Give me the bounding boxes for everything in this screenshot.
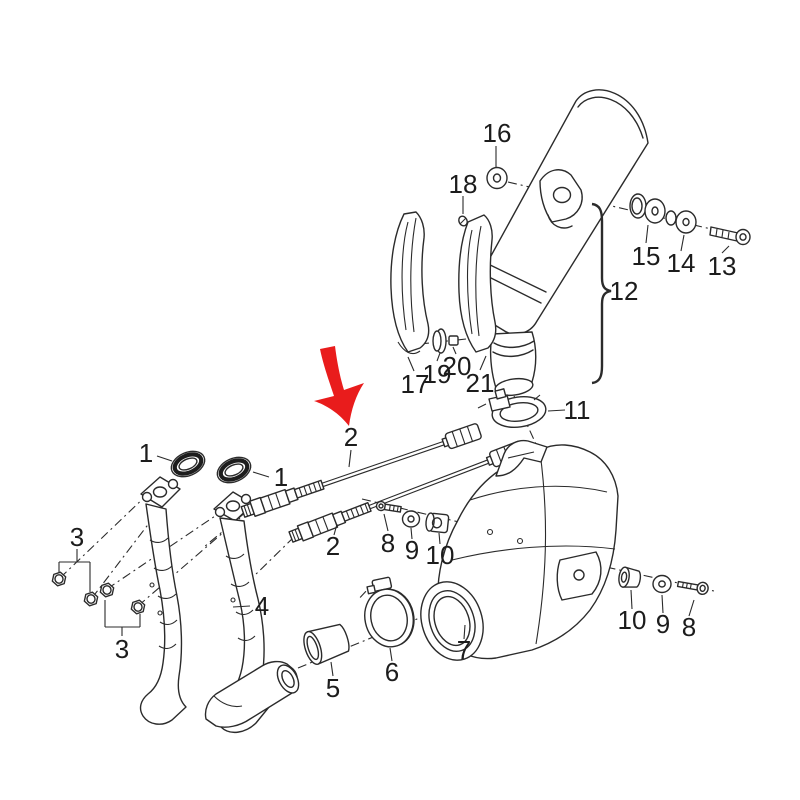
- callout-17: 17: [400, 369, 430, 399]
- highlight-arrow: [314, 346, 364, 426]
- shield-washer-19: [432, 328, 447, 354]
- callout-3-upper: 3: [69, 522, 85, 552]
- washer-16: [486, 166, 508, 190]
- callout-10-mid: 10: [425, 540, 455, 570]
- callout-19: 19: [422, 359, 452, 389]
- callout-21: 21: [465, 368, 495, 398]
- callout-18: 18: [448, 169, 478, 199]
- callout-6: 6: [384, 657, 400, 687]
- gasket-ring-left: [170, 450, 206, 478]
- callout-11: 11: [563, 395, 591, 425]
- callout-20: 20: [442, 351, 472, 381]
- joint-sleeve-5: [303, 623, 350, 665]
- callout-14: 14: [666, 248, 696, 278]
- oxygen-sensor-upper: [240, 423, 482, 518]
- gasket-ring-right: [216, 456, 252, 484]
- grommet-10-right: [618, 566, 642, 588]
- bolt-8-mid: [375, 500, 402, 513]
- callout-12: 12: [609, 276, 639, 306]
- callout-2-lower: 2: [325, 531, 341, 561]
- callout-4: 4: [254, 591, 270, 621]
- bracket-brace-12: [591, 202, 612, 385]
- band-clamp-6: [359, 576, 415, 648]
- bolt-13: [709, 226, 751, 246]
- callout-13: 13: [707, 251, 737, 281]
- callout-10-right: 10: [617, 605, 647, 635]
- washer-9-mid: [401, 510, 421, 528]
- clamp-11: [477, 388, 547, 429]
- washer-9-right: [652, 574, 672, 594]
- rivet-18: [458, 215, 468, 227]
- callout-15: 15: [631, 241, 661, 271]
- rubber-bushing-15: [629, 193, 666, 224]
- callout-9-right: 9: [655, 609, 671, 639]
- callout-1-left: 1: [138, 438, 154, 468]
- callout-5: 5: [325, 673, 341, 703]
- flange-nuts: [51, 571, 146, 615]
- callout-8-right: 8: [681, 612, 697, 642]
- callout-8-mid: 8: [380, 528, 396, 558]
- callout-9-mid: 9: [404, 535, 420, 565]
- callout-16: 16: [482, 118, 512, 148]
- callout-3-lower: 3: [114, 634, 130, 664]
- heat-shield-left: [390, 211, 430, 355]
- bolt-8-right: [676, 580, 709, 596]
- callout-7: 7: [456, 635, 472, 665]
- grommet-10-mid: [425, 512, 450, 534]
- header-pipes: [139, 476, 300, 734]
- washer-14: [665, 210, 697, 234]
- leader-lines: [58, 146, 730, 677]
- shield-spacer-20: [448, 335, 459, 346]
- callout-2-upper: 2: [343, 422, 359, 452]
- heat-shield-right: [458, 214, 497, 353]
- callout-1-right: 1: [273, 462, 289, 492]
- collector-chamber-7: [420, 439, 619, 661]
